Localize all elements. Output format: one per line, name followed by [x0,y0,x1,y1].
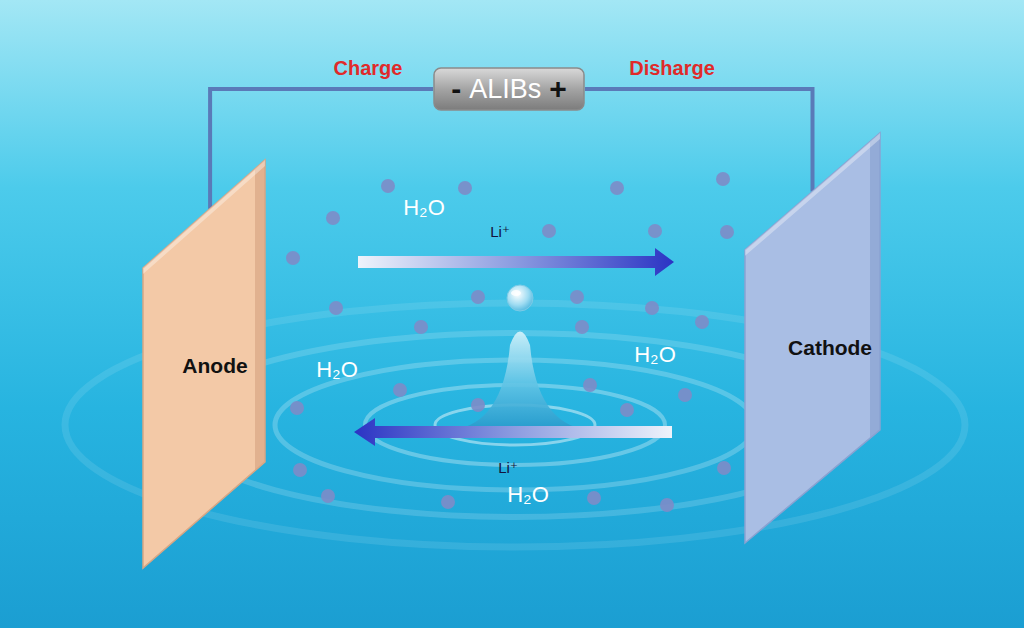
plate-edge [255,160,265,471]
ripples [65,303,965,547]
molecule-dot [660,498,674,512]
molecule-dot [575,320,589,334]
splash-cone [452,332,588,436]
molecule-dot [471,290,485,304]
molecule-label: H₂O [507,482,549,508]
battery-symbol: -ALIBs+ [433,67,585,111]
electrode-plate: Cathode [745,133,880,543]
electrode-label: Anode [182,354,247,378]
molecule-dot [695,315,709,329]
molecule-label: H₂O [634,342,676,368]
molecule-dot [458,181,472,195]
molecule-dot [414,320,428,334]
molecule-dot [381,179,395,193]
molecule-dot [471,398,485,412]
water-droplet [507,285,533,311]
molecule-dot [620,403,634,417]
wire [210,89,433,209]
electrode-plate: Anode [143,160,265,568]
plate-highlight [745,133,880,256]
molecule-dot [587,491,601,505]
molecule-dot [290,401,304,415]
molecule-dot [393,383,407,397]
molecule-dot [329,301,343,315]
plate-outline [745,133,880,543]
wire [585,89,813,191]
ion-label: Li⁺ [490,223,510,241]
molecule-dot [542,224,556,238]
ion-flow-arrow [354,418,672,446]
battery-casing [434,68,584,110]
molecule-dot [610,181,624,195]
molecule-dot [645,301,659,315]
molecule-dot [441,495,455,509]
plate-face [745,133,880,543]
plate-face [143,160,265,568]
molecule-label: H₂O [316,357,358,383]
molecule-dots [286,172,734,512]
molecule-dot [286,251,300,265]
molecule-dot [583,378,597,392]
molecule-dot [570,290,584,304]
plate-edge [870,133,880,439]
electrode-label: Cathode [788,336,872,360]
droplet-highlight [511,290,521,296]
mode-label: Disharge [629,57,715,80]
plate-highlight [143,160,265,274]
battery-label: - [451,74,465,104]
molecule-dot [720,225,734,239]
ripple [65,303,965,547]
battery-label: + [545,74,567,104]
ion-flow-arrow [358,248,674,276]
molecule-label: H₂O [403,195,445,221]
molecule-dot [716,172,730,186]
mode-label: Charge [334,57,403,80]
battery-label: ALIBs [465,76,545,103]
plate-outline [143,160,265,568]
molecule-dot [678,388,692,402]
ion-label: Li⁺ [498,459,518,477]
molecule-dot [321,489,335,503]
molecule-dot [648,224,662,238]
molecule-dot [293,463,307,477]
molecule-dot [326,211,340,225]
molecule-dot [717,461,731,475]
battery-body [433,67,585,111]
